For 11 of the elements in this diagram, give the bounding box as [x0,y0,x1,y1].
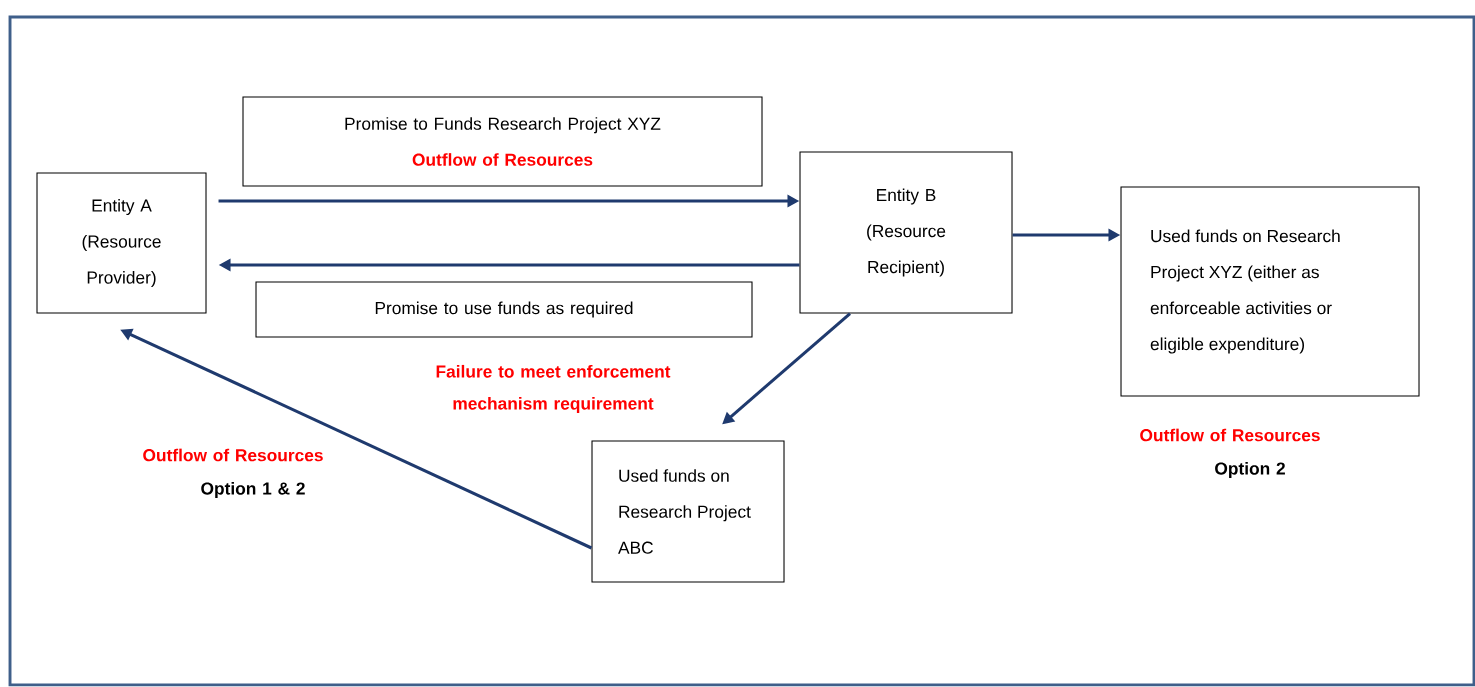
text-box: Promise to Funds Research Project XYZ Outflow of Resources [242,96,763,187]
note: Option 1 & 2 [201,481,305,499]
text-box: Promise to use funds as required [255,281,753,338]
note: Failure to meet enforcement mechanism requirement [436,364,671,414]
note: Outflow of Resources [1140,428,1320,442]
note: Option 2 [1215,461,1285,479]
text-box: Entity A (Resource Provider) [36,172,207,314]
note: Outflow of Resources [143,448,323,462]
text-box: Used funds on Research Project ABC [591,440,785,583]
text-box: Entity B (Resource Recipient) [799,151,1013,314]
text-box: Used funds on Research Project XYZ (either as enforceable activities or eligible expenditure) [1120,186,1420,397]
